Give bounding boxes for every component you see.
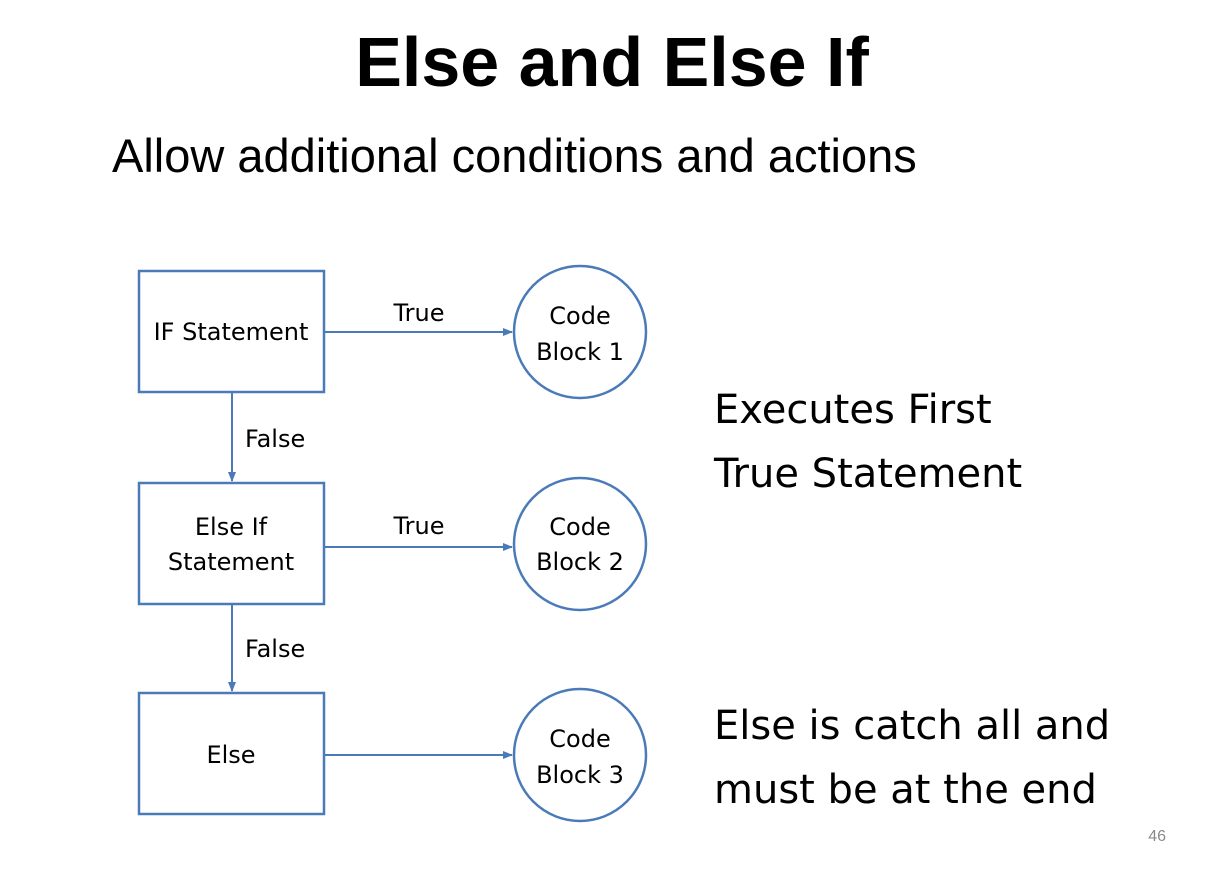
code-block-2-node: Code Block 2	[512, 476, 648, 612]
slide-number: 46	[1148, 828, 1166, 845]
slide-subtitle: Allow additional conditions and actions	[112, 129, 917, 182]
if-statement-label: IF Statement	[154, 318, 309, 346]
slide-title: Else and Else If	[355, 23, 869, 101]
code-block-1-label-line-1: Code	[549, 302, 610, 330]
code-block-1-circle	[512, 264, 648, 400]
else-position-note-line-2: must be at the end	[714, 767, 1097, 813]
execution-order-note-line-1: Executes First	[714, 387, 992, 433]
code-block-3-label-line-1: Code	[549, 725, 610, 753]
else-box	[137, 691, 326, 816]
code-block-2-circle	[512, 476, 648, 612]
else-if-true-label: True	[393, 512, 445, 540]
else-if-statement-node: Else If Statement	[137, 481, 326, 606]
code-block-3-node: Code Block 3	[512, 687, 648, 823]
code-block-2-label-line-1: Code	[549, 513, 610, 541]
execution-order-note-line-2: True Statement	[714, 451, 1023, 497]
else-if-statement-box	[137, 481, 326, 606]
execution-order-note: Executes First True Statement	[714, 378, 1022, 506]
else-position-note-line-1: Else is catch all and	[714, 703, 1111, 749]
else-if-statement-label-line-2: Statement	[168, 548, 294, 576]
code-block-3-label-line-2: Block 3	[536, 761, 624, 789]
else-node: Else	[137, 691, 326, 816]
else-label: Else	[206, 741, 255, 769]
else-position-note: Else is catch all and must be at the end	[714, 694, 1110, 822]
code-block-3-circle	[512, 687, 648, 823]
if-statement-node: IF Statement	[137, 269, 326, 394]
if-true-label: True	[393, 299, 445, 327]
code-block-1-label-line-2: Block 1	[536, 338, 624, 366]
if-false-label: False	[245, 425, 305, 453]
code-block-2-label-line-2: Block 2	[536, 548, 624, 576]
code-block-1-node: Code Block 1	[512, 264, 648, 400]
else-if-statement-label-line-1: Else If	[195, 513, 268, 541]
else-if-false-label: False	[245, 635, 305, 663]
